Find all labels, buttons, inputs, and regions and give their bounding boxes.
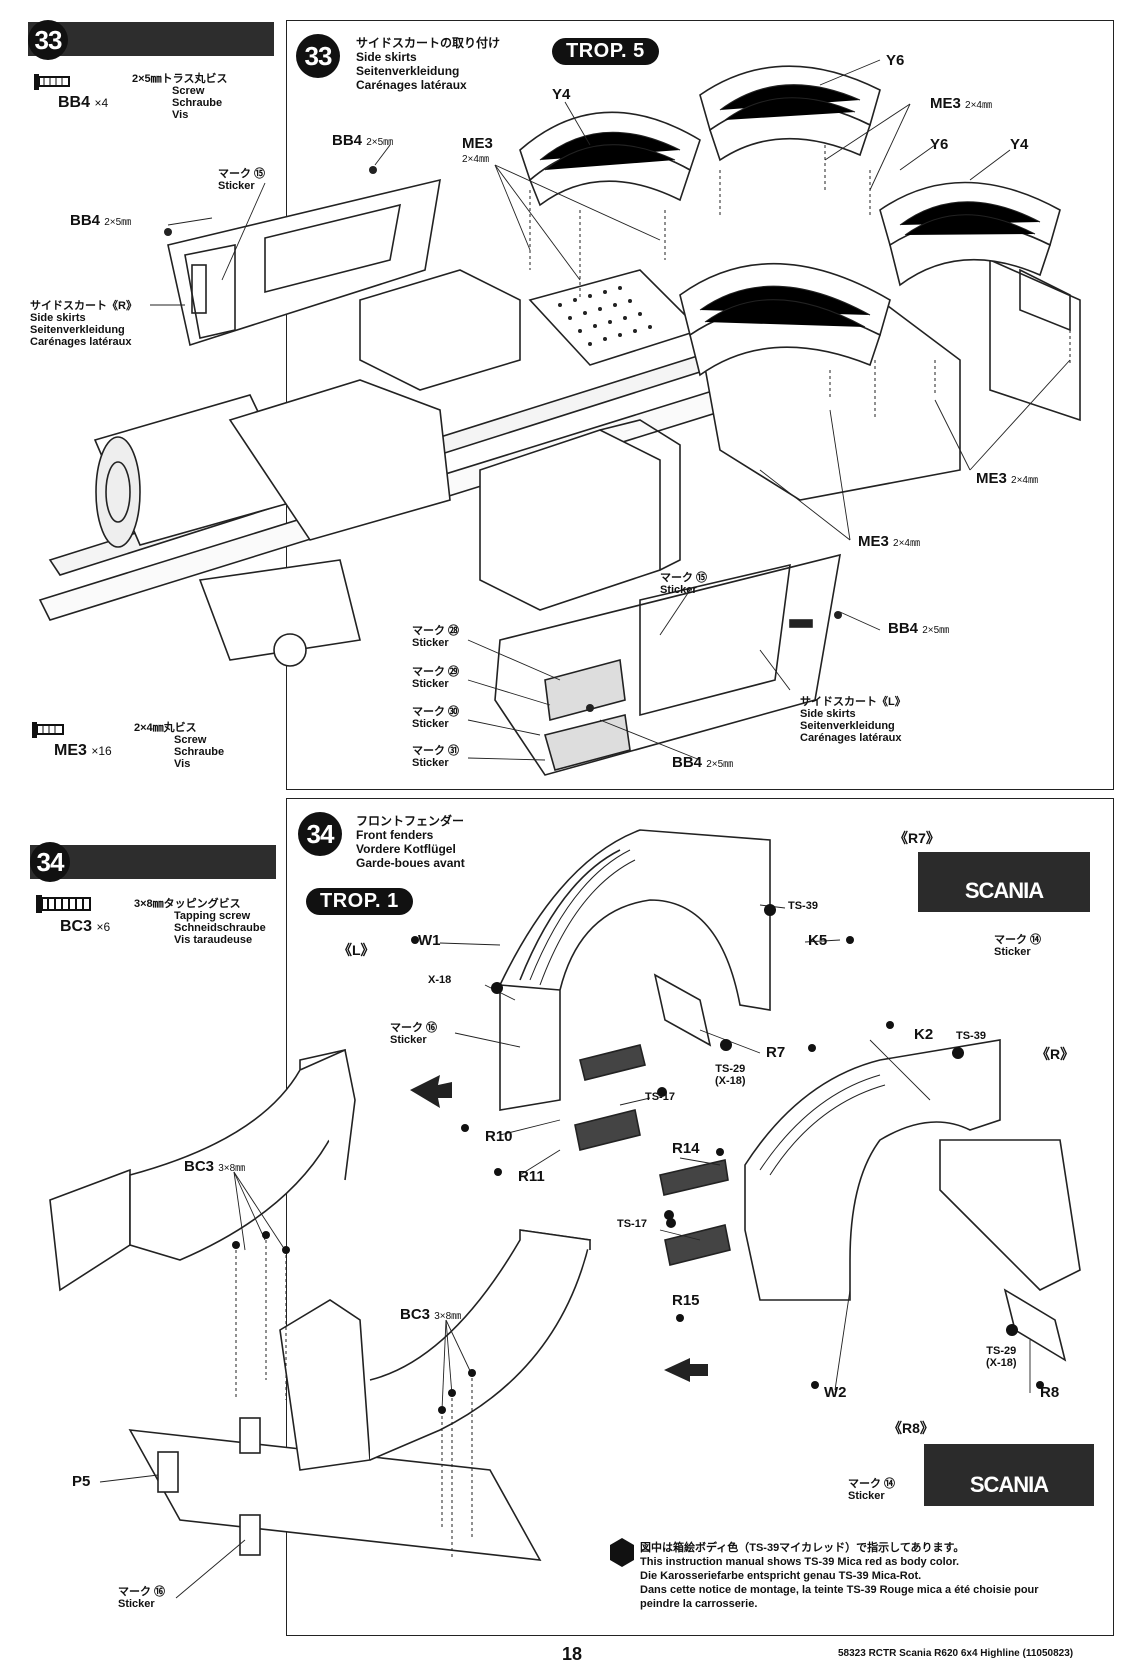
me3-label-right: ME3 2×4㎜ xyxy=(976,470,1038,487)
r8-mudflap-sticker: SCANIA xyxy=(924,1444,1094,1506)
r8-label: R8 xyxy=(1040,1384,1060,1401)
right-side-label: 《R》 xyxy=(1036,1046,1075,1062)
p5-label: P5 xyxy=(72,1473,91,1490)
y4-label-left: Y4 xyxy=(552,86,571,103)
step33-header-bar xyxy=(28,22,274,56)
ts39-label-right: TS-39 xyxy=(956,1030,986,1042)
ts29-label-left: TS-29(X-18) xyxy=(715,1063,746,1087)
footer-model-code: 58323 RCTR Scania R620 6x4 Highline (110… xyxy=(838,1648,1074,1659)
part-code-bc3: BC3 ×6 xyxy=(60,918,111,935)
r7-ref-label: 《R7》 xyxy=(894,830,940,846)
ts17-label-bottom: TS-17 xyxy=(617,1218,647,1230)
step34-badge: 34 xyxy=(30,842,70,882)
r8-ref-label: 《R8》 xyxy=(888,1420,934,1436)
part-code-me3: ME3 ×16 xyxy=(54,742,112,759)
step34-panel xyxy=(286,798,1114,1636)
w1-label: W1 xyxy=(418,932,441,949)
left-side-label: 《L》 xyxy=(338,942,375,958)
ts17-label-top: TS-17 xyxy=(645,1091,675,1103)
side-skirt-l-label: サイドスカート《L》 Side skirts Seitenverkleidung… xyxy=(800,696,906,744)
trop5-badge: TROP. 5 xyxy=(552,38,659,65)
body-color-note: 図中は箱絵ボディ色（TS-39マイカレッド）で指示してあります。 This in… xyxy=(640,1542,1039,1610)
r11-label: R11 xyxy=(518,1168,545,1185)
r10-label: R10 xyxy=(485,1128,513,1145)
ts39-label-left: TS-39 xyxy=(788,900,818,912)
y6-label-top: Y6 xyxy=(886,52,905,69)
k5-label: K5 xyxy=(808,932,828,949)
step33-badge: 33 xyxy=(28,20,68,60)
y6-label-right: Y6 xyxy=(930,136,949,153)
step33-panel xyxy=(286,20,1114,790)
step34-panel-badge: 34 xyxy=(298,812,342,856)
part-desc-bb4: 2×5㎜トラス丸ビス Screw Schraube Vis xyxy=(132,73,228,121)
r7-label: R7 xyxy=(766,1044,786,1061)
part-desc-me3: 2×4㎜丸ビス Screw Schraube Vis xyxy=(134,722,225,770)
x18-label: X-18 xyxy=(428,974,452,986)
sticker-15-right: マーク ⑮ Sticker xyxy=(660,572,708,596)
bb4-label-top: BB4 2×5㎜ xyxy=(332,132,394,149)
page-number: 18 xyxy=(562,1644,583,1664)
bb4-label-right: BB4 2×5㎜ xyxy=(888,620,950,637)
r7-mudflap-sticker: SCANIA xyxy=(918,852,1090,912)
step34-title: フロントフェンダー Front fenders Vordere Kotflüge… xyxy=(356,814,465,870)
step34-header-bar xyxy=(30,845,276,879)
trop1-badge: TROP. 1 xyxy=(306,888,413,915)
step33-panel-badge: 33 xyxy=(296,34,340,78)
y4-label-right: Y4 xyxy=(1010,136,1029,153)
step33-title: サイドスカートの取り付け Side skirts Seitenverkleidu… xyxy=(356,36,501,92)
me3-label-top-right: ME3 2×4㎜ xyxy=(930,95,992,112)
part-code-bb4: BB4 ×4 xyxy=(58,94,109,111)
ts29-label-right: TS-29(X-18) xyxy=(986,1345,1017,1369)
r15-label: R15 xyxy=(672,1292,700,1309)
bb4-label-bottom: BB4 2×5㎜ xyxy=(672,754,734,771)
sticker-15-left: マーク ⑮ Sticker xyxy=(218,168,266,192)
k2-label: K2 xyxy=(914,1026,934,1043)
side-skirt-r-label: サイドスカート《R》 Side skirts Seitenverkleidung… xyxy=(30,300,137,348)
w2-label: W2 xyxy=(824,1384,847,1401)
r14-label: R14 xyxy=(672,1140,700,1157)
me3-label-middle: ME3 2×4㎜ xyxy=(858,533,920,550)
bc3-label-top: BC3 3×8㎜ xyxy=(184,1158,246,1175)
bb4-label-left: BB4 2×5㎜ xyxy=(70,212,132,229)
bc3-label-bottom: BC3 3×8㎜ xyxy=(400,1306,462,1323)
part-desc-bc3: 3×8㎜タッピングビス Tapping screw Schneidschraub… xyxy=(134,898,266,946)
